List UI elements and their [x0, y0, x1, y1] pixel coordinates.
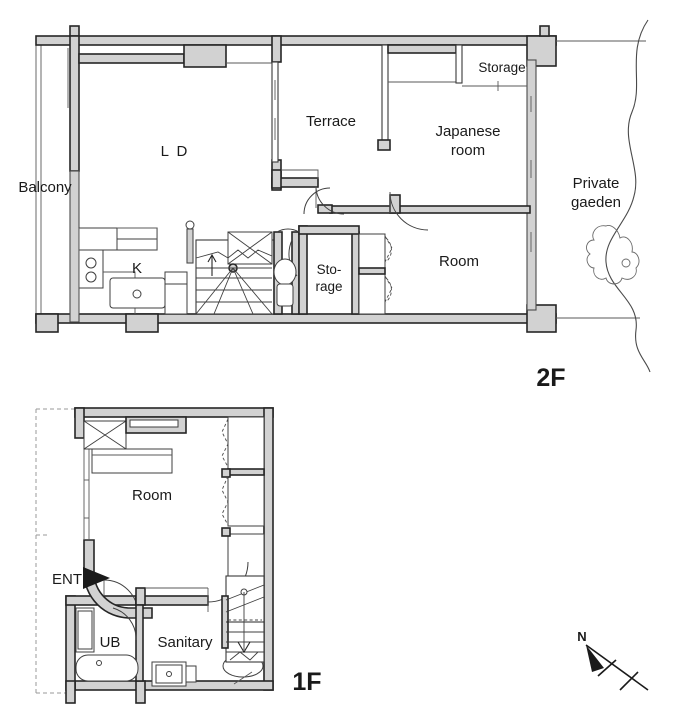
room-label-ld: L D — [161, 143, 190, 160]
compass-north-label: N — [577, 629, 586, 644]
room-label-kitchen: K — [132, 260, 142, 277]
room-label-japanese-room-line1: Japanese — [435, 123, 500, 140]
room-label-storage-upper: Storage — [478, 60, 525, 75]
unit-bath-fixtures — [75, 604, 144, 682]
room-label-storage-mid-line1: Sto- — [317, 262, 342, 277]
floor-label-2f: 2F — [536, 364, 565, 392]
room-label-unit-bath: UB — [100, 634, 121, 651]
room-label-sanitary: Sanitary — [157, 634, 213, 651]
floor-2f: Balcony L D K Terrace Japanese room Stor… — [18, 19, 651, 392]
floor-label-1f: 1F — [292, 668, 321, 696]
toilet-2f — [273, 231, 300, 315]
room-label-japanese-room-line2: room — [451, 142, 485, 159]
entrance-label: ENT — [52, 571, 82, 588]
staircase-2f — [195, 231, 275, 315]
room-label-private-garden-line2: gaeden — [571, 194, 621, 211]
floor-1f: Room UB Sanitary ENT 1F — [35, 407, 322, 704]
utility-fixture-1f — [83, 416, 187, 474]
room-label-storage-mid-line2: rage — [315, 279, 342, 294]
room-label-private-garden-line1: Private — [573, 175, 620, 192]
column-post — [185, 220, 195, 264]
entrance-arrow-icon — [83, 567, 110, 589]
private-garden-area — [556, 19, 651, 373]
structure-walls-2f — [35, 25, 557, 333]
room-label-terrace: Terrace — [306, 113, 356, 130]
door-swings-2f — [276, 185, 429, 233]
sanitary-fixtures — [151, 654, 264, 687]
room-label-room-1f: Room — [132, 487, 172, 504]
closets-1f — [221, 416, 265, 591]
storage-mid-fixtures — [298, 225, 393, 315]
structure-walls-1f — [65, 407, 274, 704]
staircase-1f — [221, 575, 265, 663]
room-label-room-2f: Room — [439, 253, 479, 270]
room-label-balcony: Balcony — [18, 179, 72, 196]
kitchen-fixtures — [78, 227, 188, 315]
compass-rose: N — [577, 629, 649, 691]
